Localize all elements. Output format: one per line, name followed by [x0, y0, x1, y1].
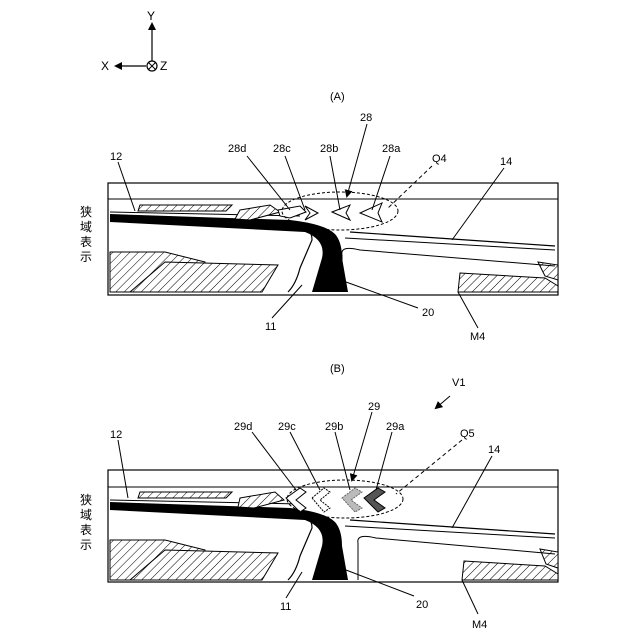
label-28a: 28a [382, 143, 401, 155]
label-28: 28 [360, 112, 372, 124]
svg-text:示: 示 [80, 538, 92, 552]
svg-text:域: 域 [80, 508, 92, 522]
view-arrow-v1 [436, 396, 450, 408]
x-axis-arrowhead [114, 62, 122, 70]
label-20: 20 [416, 599, 428, 611]
x-axis-label: X [101, 59, 109, 73]
label-v1: V1 [452, 377, 465, 389]
svg-text:示: 示 [80, 250, 92, 264]
label-m4: M4 [470, 331, 485, 343]
panel-b-title: (B) [330, 363, 345, 375]
label-28d: 28d [228, 143, 246, 155]
label-m4: M4 [472, 619, 487, 631]
panel-b: (B) V1 29 [80, 363, 558, 631]
label-29a: 29a [386, 421, 405, 433]
panel-a-title: (A) [330, 91, 345, 103]
label-28b: 28b [320, 143, 338, 155]
label-q4: Q4 [432, 153, 447, 165]
leader-m4 [458, 292, 478, 328]
label-11: 11 [265, 321, 276, 333]
y-axis-arrowhead [148, 22, 156, 30]
bar-marking [138, 205, 232, 211]
y-axis-label: Y [147, 9, 155, 23]
label-12: 12 [110, 151, 122, 163]
svg-text:狭: 狭 [80, 493, 92, 507]
label-29d: 29d [234, 421, 252, 433]
label-12: 12 [110, 429, 122, 441]
label-q5: Q5 [460, 428, 475, 440]
label-20: 20 [422, 307, 434, 319]
label-29b: 29b [325, 421, 343, 433]
svg-text:域: 域 [80, 220, 92, 234]
label-28c: 28c [273, 143, 291, 155]
label-11: 11 [280, 601, 291, 613]
z-axis-label: Z [160, 59, 167, 73]
bar-marking [138, 492, 232, 498]
coordinate-axes: Y X Z [101, 9, 167, 73]
side-label-narrow-display-a: 狭 域 表 示 [80, 205, 92, 264]
leader-m4 [462, 580, 478, 614]
svg-text:狭: 狭 [80, 205, 92, 219]
label-14: 14 [488, 444, 500, 456]
label-29c: 29c [278, 421, 296, 433]
svg-text:表: 表 [80, 235, 92, 249]
svg-text:表: 表 [80, 523, 92, 537]
label-29: 29 [368, 401, 380, 413]
label-14: 14 [500, 156, 512, 168]
panel-a: (A) [80, 91, 558, 343]
side-label-narrow-display-b: 狭 域 表 示 [80, 493, 92, 552]
